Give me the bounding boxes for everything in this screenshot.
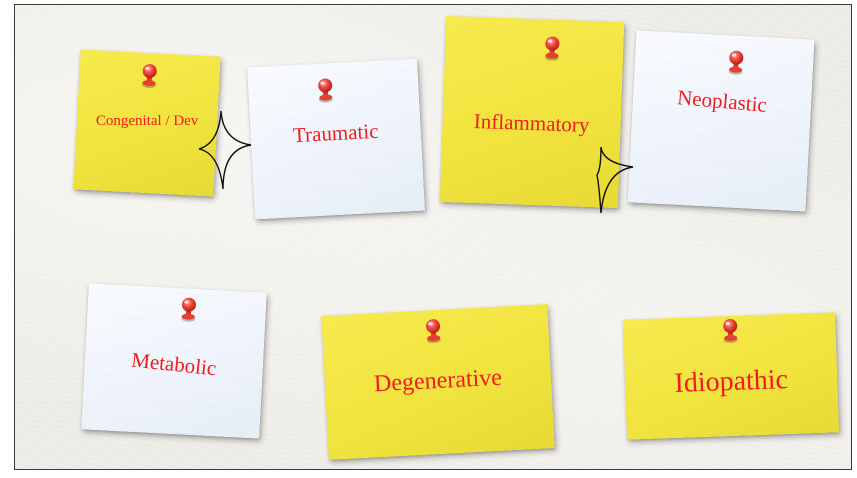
note-label: Idiopathic	[673, 364, 789, 399]
push-pin-icon	[314, 77, 337, 104]
push-pin-icon	[177, 296, 200, 323]
push-pin-icon	[422, 318, 445, 345]
push-pin-icon	[724, 49, 747, 76]
sticky-note-traumatic[interactable]: Traumatic	[247, 58, 425, 220]
sparkle-connector-icon	[198, 110, 252, 190]
note-label: Degenerative	[373, 364, 503, 398]
note-label: Traumatic	[292, 118, 380, 148]
note-label: Neoplastic	[676, 85, 768, 117]
sticky-note-neoplastic[interactable]: Neoplastic	[627, 30, 815, 212]
sparkle-connector-icon	[596, 146, 634, 214]
push-pin-icon	[719, 318, 742, 345]
note-label: Metabolic	[130, 347, 218, 381]
cork-board: Congenital / Dev Traumatic Inflammatory …	[14, 4, 852, 470]
push-pin-icon	[541, 35, 564, 62]
sticky-note-idiopathic[interactable]: Idiopathic	[622, 312, 840, 440]
push-pin-icon	[138, 63, 161, 90]
sticky-note-degenerative[interactable]: Degenerative	[321, 304, 555, 460]
note-label: Inflammatory	[473, 108, 590, 138]
sticky-note-metabolic[interactable]: Metabolic	[81, 283, 267, 439]
